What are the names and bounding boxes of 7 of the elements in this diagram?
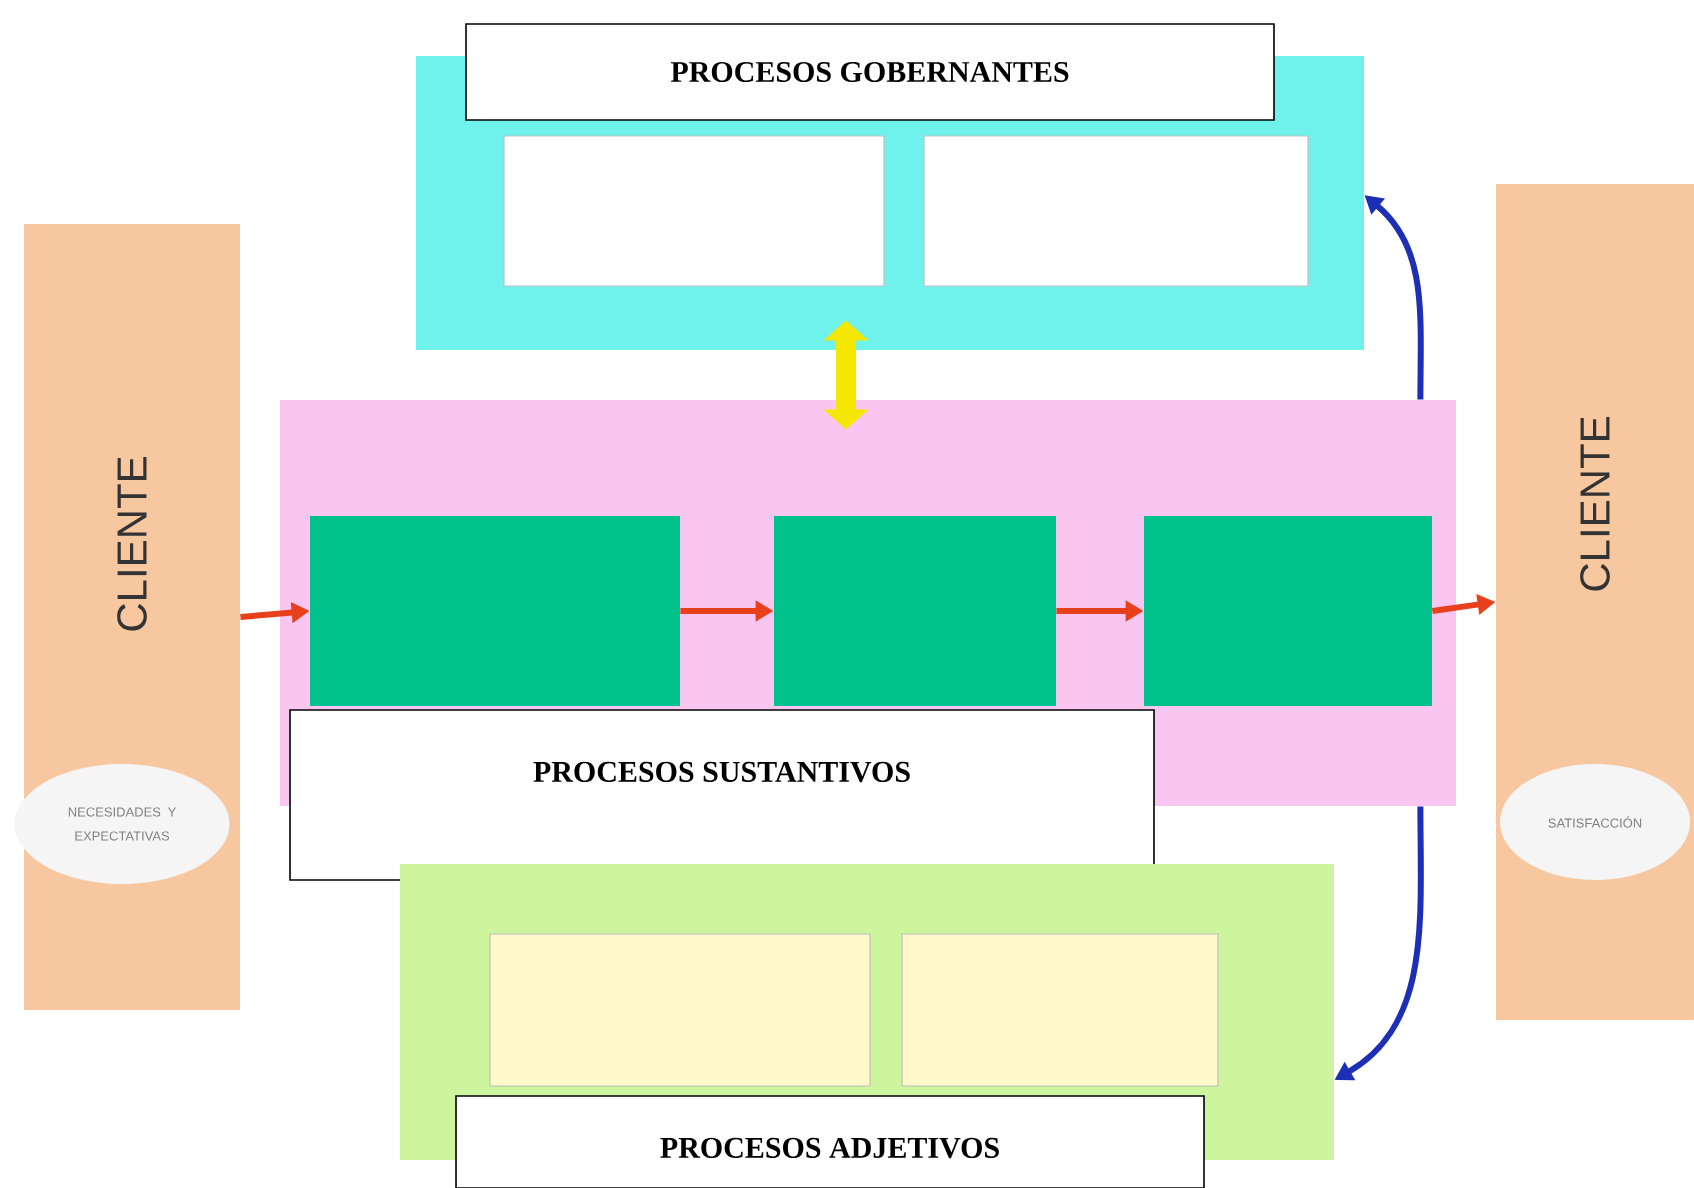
process-box [774,516,1056,706]
process-box [503,135,885,287]
process-box [901,933,1219,1087]
process-box [489,933,871,1087]
process-box [310,516,680,706]
process-box [923,135,1309,287]
process-box [1144,516,1432,706]
